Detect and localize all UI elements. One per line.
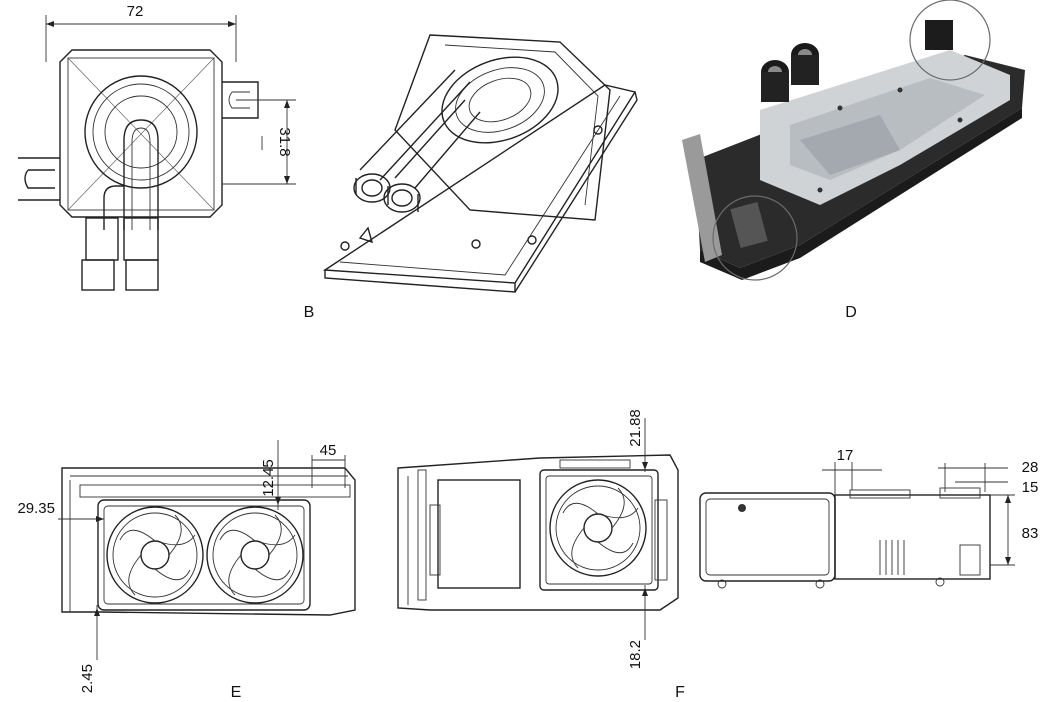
dim-18.2: 18.2 [627, 640, 644, 669]
caption-e: E [231, 684, 242, 701]
assembly-isometric-view: B [304, 34, 638, 321]
caption-d: D [845, 304, 857, 321]
caption-f: F [675, 684, 685, 701]
single-fan-chassis-view: 21.88 18.2 F [397, 409, 685, 701]
dim-28: 28 [1022, 459, 1039, 476]
gpu-waterblock-photo: D [682, 0, 1025, 321]
dim-17: 17 [837, 447, 854, 464]
side-view-with-psu: 17 28 15 83 [699, 447, 1039, 589]
dim-15: 15 [1022, 479, 1039, 496]
dim-45: 45 [320, 442, 337, 459]
dual-fan-radiator-view: 12.45 45 29.35 2.45 E [17, 440, 356, 701]
dim-width-72: 72 [127, 3, 144, 20]
dim-12.45: 12.45 [260, 459, 277, 497]
waterblock-plan-view: 72 31.8 [18, 3, 296, 291]
dim-21.88: 21.88 [627, 409, 644, 447]
caption-b: B [304, 304, 315, 321]
dim-83: 83 [1022, 525, 1039, 542]
dim-2.45: 2.45 [79, 664, 96, 693]
dim-29.35: 29.35 [17, 500, 55, 517]
dim-height-31.8: 31.8 [276, 127, 293, 156]
